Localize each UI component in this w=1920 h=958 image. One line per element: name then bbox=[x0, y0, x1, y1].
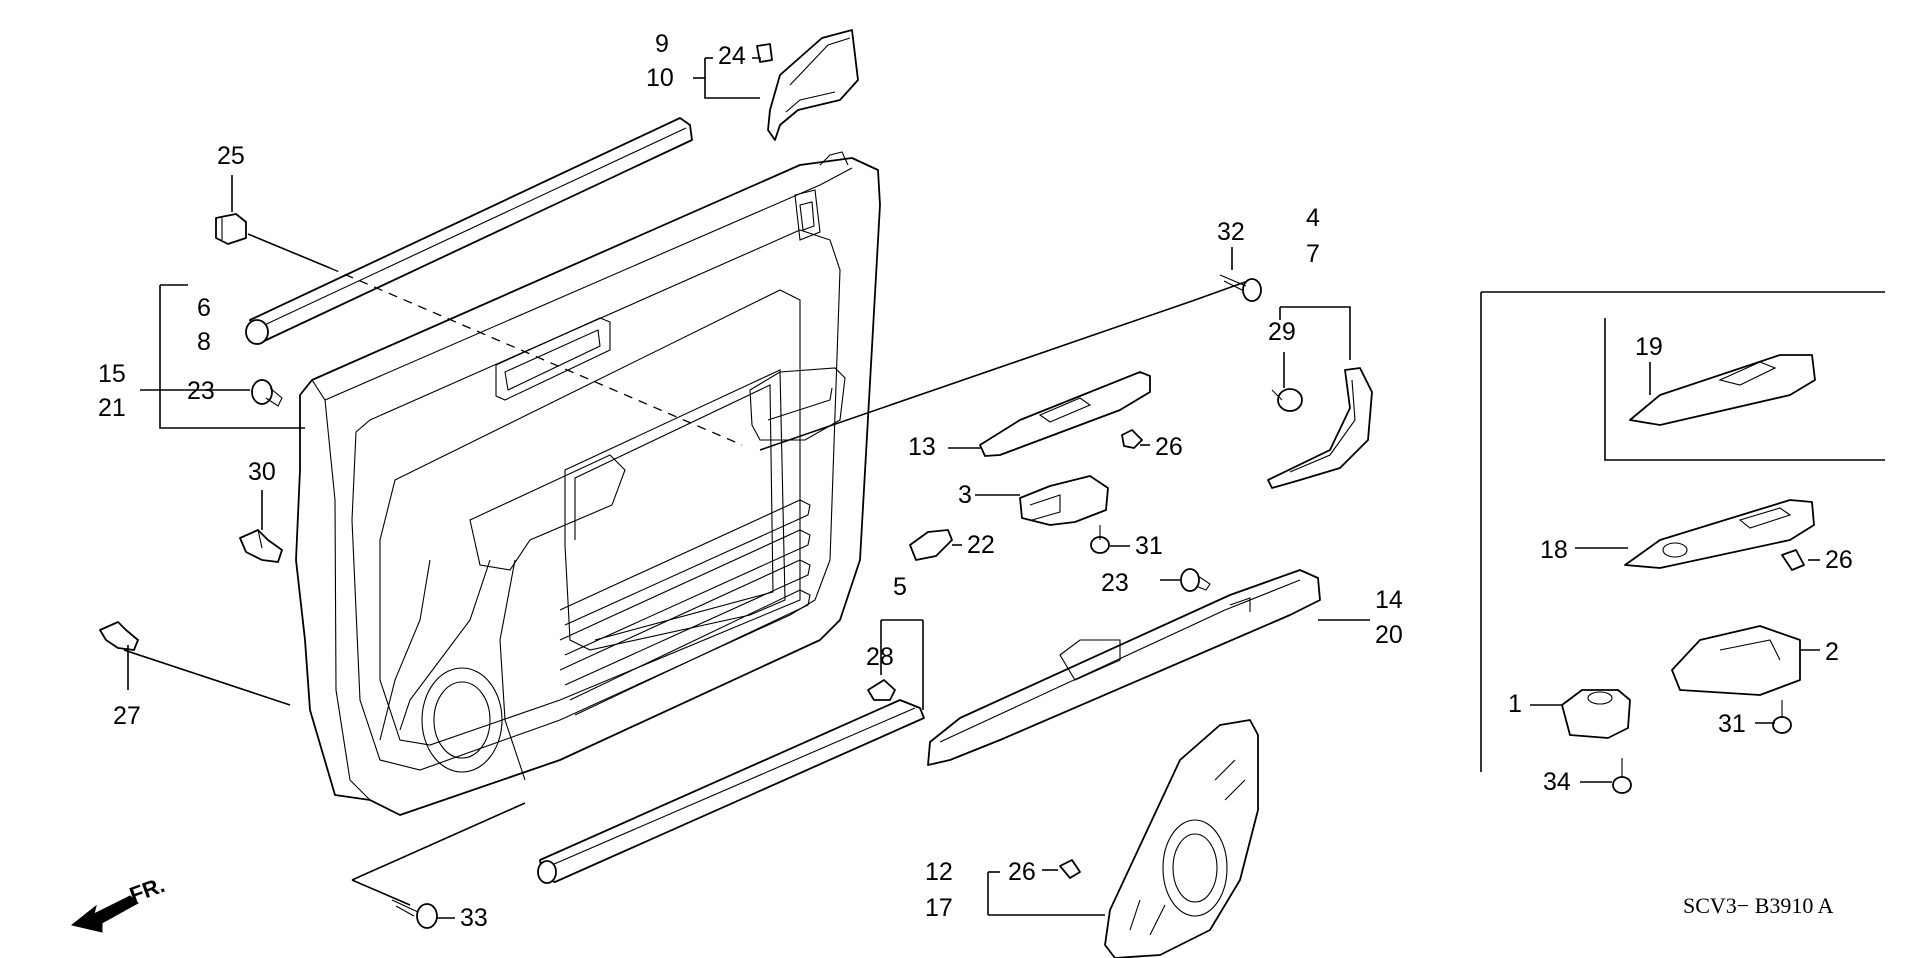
callout-1: 1 bbox=[1508, 690, 1522, 718]
callout-6: 6 bbox=[197, 294, 211, 322]
clip-26-mid bbox=[1121, 429, 1143, 449]
front-label: FR. bbox=[126, 872, 168, 908]
speaker-grille bbox=[1104, 719, 1259, 958]
callout-23-left: 23 bbox=[187, 377, 215, 405]
cap-22 bbox=[909, 529, 953, 561]
callout-34: 34 bbox=[1543, 768, 1571, 796]
screw-34 bbox=[1612, 758, 1632, 794]
screw-31-mid bbox=[1090, 525, 1110, 554]
callout-26-right: 26 bbox=[1825, 546, 1853, 574]
leader-lines bbox=[123, 57, 1820, 919]
callout-31-right: 31 bbox=[1718, 710, 1746, 738]
callout-5: 5 bbox=[893, 573, 907, 601]
callout-18: 18 bbox=[1540, 536, 1568, 564]
callout-4: 4 bbox=[1306, 204, 1320, 232]
lower-seal-strip bbox=[537, 699, 925, 884]
callout-10: 10 bbox=[646, 64, 674, 92]
callout-24: 24 bbox=[718, 42, 746, 70]
clip-27 bbox=[99, 621, 139, 651]
callout-26-mid: 26 bbox=[1155, 433, 1183, 461]
callout-9: 9 bbox=[655, 30, 669, 58]
callout-29: 29 bbox=[1268, 318, 1296, 346]
callout-22: 22 bbox=[967, 531, 995, 559]
diagram-code: SCV3− B3910 A bbox=[1683, 893, 1834, 918]
callout-7: 7 bbox=[1306, 240, 1320, 268]
clip-29 bbox=[1271, 388, 1303, 412]
callout-3: 3 bbox=[958, 481, 972, 509]
callout-12: 12 bbox=[925, 858, 953, 886]
clip-26-grille bbox=[1059, 859, 1081, 879]
callout-19: 19 bbox=[1635, 333, 1663, 361]
callout-25: 25 bbox=[217, 142, 245, 170]
clip-25 bbox=[215, 213, 247, 245]
callout-labels: 9 10 24 25 6 8 15 21 23 30 27 33 5 28 32… bbox=[98, 30, 1853, 932]
switch-panel-19 bbox=[1629, 354, 1816, 426]
mirror-corner-garnish bbox=[767, 29, 859, 141]
bracket-4-7 bbox=[1267, 367, 1373, 489]
right-group-frame bbox=[1480, 291, 1885, 772]
switch-panel-13 bbox=[979, 371, 1151, 457]
clip-23-left bbox=[251, 379, 283, 407]
inner-weatherstrip bbox=[245, 117, 693, 345]
callout-21: 21 bbox=[98, 394, 126, 422]
callout-26-grille: 26 bbox=[1008, 858, 1036, 886]
mirror-switch-1 bbox=[1561, 689, 1631, 739]
front-direction-arrow: FR. bbox=[70, 872, 168, 933]
armrest bbox=[927, 569, 1321, 766]
callout-31-mid: 31 bbox=[1135, 532, 1163, 560]
callout-8: 8 bbox=[197, 328, 211, 356]
callout-2: 2 bbox=[1825, 638, 1839, 666]
callout-15: 15 bbox=[98, 360, 126, 388]
callout-30: 30 bbox=[248, 458, 276, 486]
lock-switch-3 bbox=[1019, 475, 1109, 526]
callout-17: 17 bbox=[925, 894, 953, 922]
clip-26-right bbox=[1781, 549, 1805, 571]
screw-33 bbox=[391, 899, 438, 929]
clip-23-right bbox=[1180, 568, 1211, 592]
clip-28 bbox=[867, 679, 896, 701]
screw-31-right bbox=[1772, 700, 1792, 734]
callout-23-right: 23 bbox=[1101, 569, 1129, 597]
callout-33: 33 bbox=[460, 904, 488, 932]
callout-13: 13 bbox=[908, 433, 936, 461]
clip-30 bbox=[239, 529, 283, 563]
callout-27: 27 bbox=[113, 702, 141, 730]
callout-20: 20 bbox=[1375, 621, 1403, 649]
callout-28: 28 bbox=[866, 643, 894, 671]
callout-32: 32 bbox=[1217, 218, 1245, 246]
door-lining-panel bbox=[295, 151, 881, 816]
callout-14: 14 bbox=[1375, 586, 1403, 614]
switch-panel-18 bbox=[1624, 499, 1815, 569]
window-switch-2 bbox=[1671, 625, 1801, 696]
